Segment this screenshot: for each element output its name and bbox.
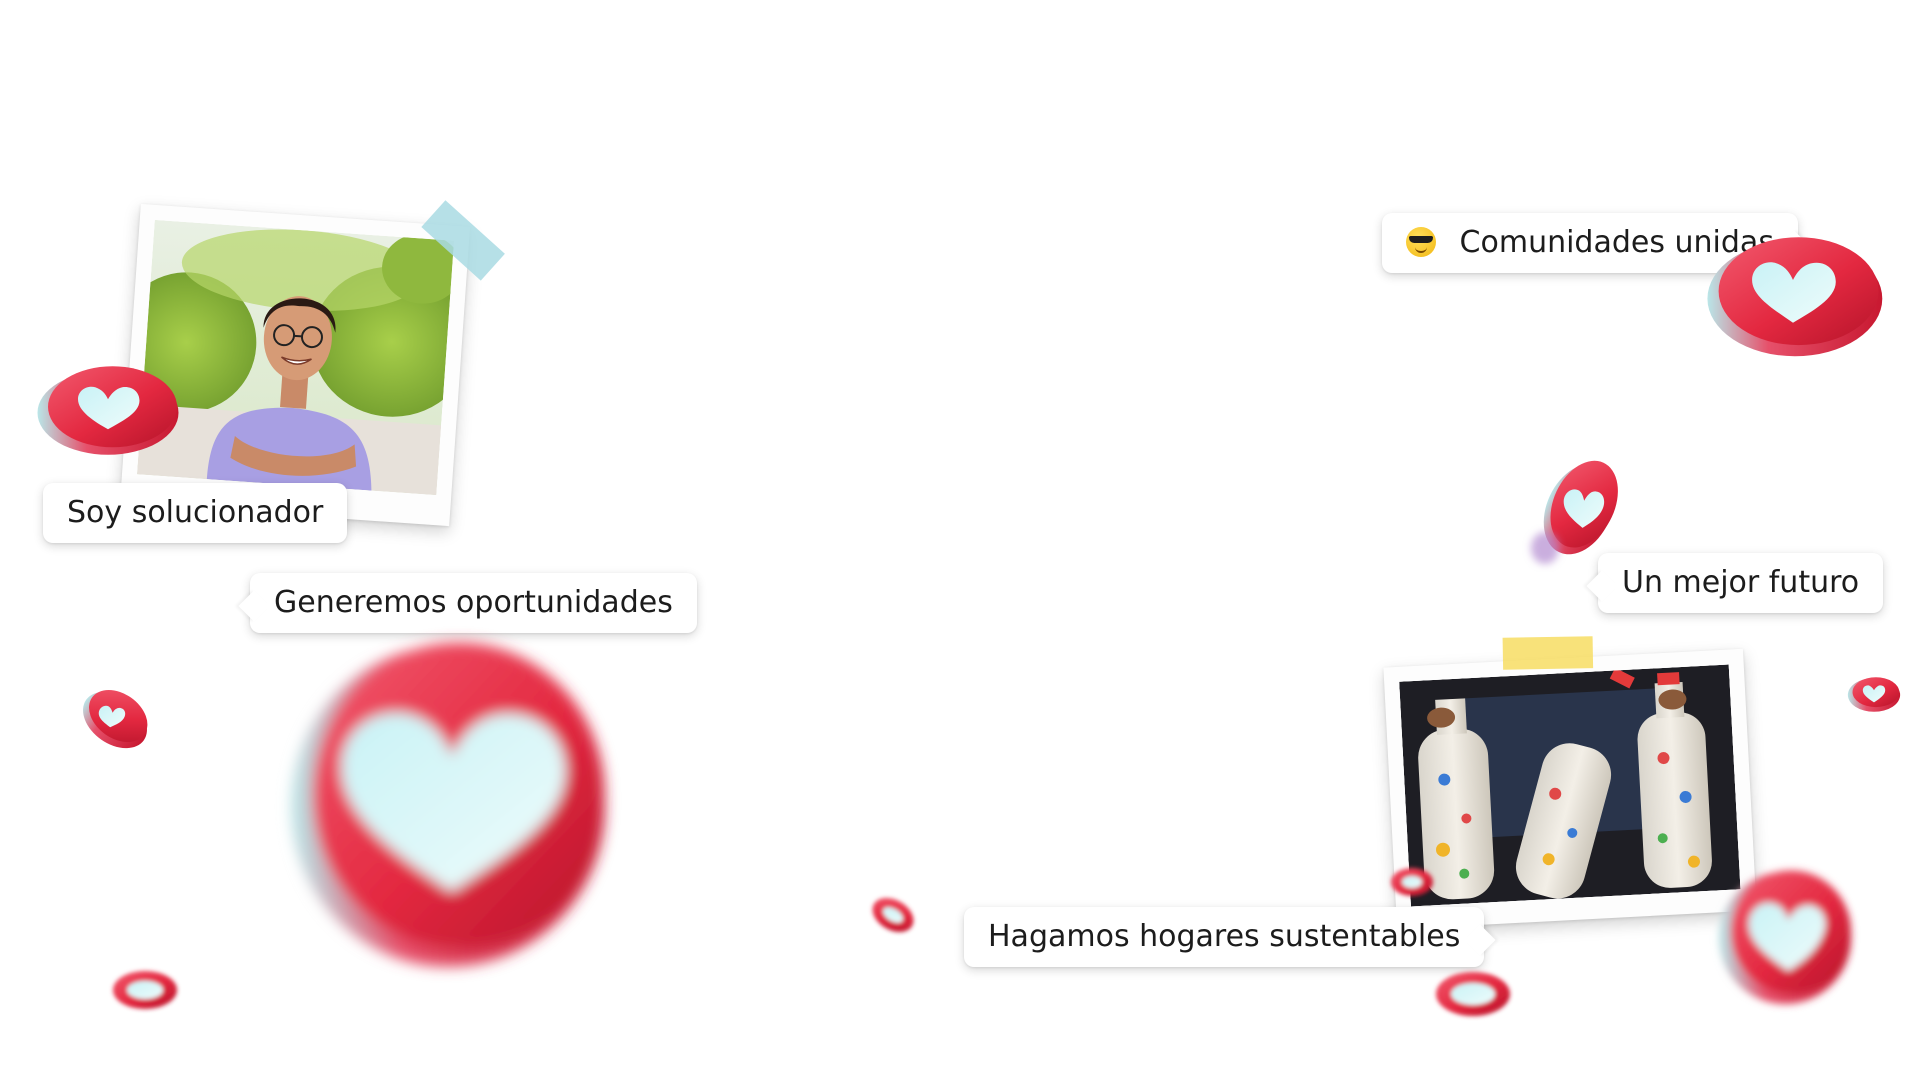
- bottles-photo: [1399, 664, 1741, 907]
- bubble-generemos-oportunidades: Generemos oportunidades: [250, 573, 697, 633]
- tape-yellow: [1502, 636, 1594, 670]
- bubble-text: Comunidades unidas: [1459, 225, 1774, 260]
- heart-reaction-icon: [1710, 860, 1860, 1010]
- heart-reaction-icon: [1432, 968, 1514, 1020]
- portrait-photo: [136, 219, 455, 496]
- bottles-polaroid: [1383, 636, 1757, 930]
- bubble-soy-solucionador: Soy solucionador: [43, 483, 348, 543]
- heart-reaction-icon: [110, 968, 180, 1012]
- heart-reaction-icon: [1388, 864, 1436, 900]
- heart-reaction-icon: [75, 684, 155, 756]
- heart-reaction-icon: [1540, 450, 1625, 560]
- heart-reaction-icon: [868, 892, 918, 938]
- portrait-polaroid: [119, 200, 505, 527]
- bubble-un-mejor-futuro: Un mejor futuro: [1598, 553, 1884, 613]
- heart-reaction-icon: [270, 628, 626, 974]
- heart-reaction-icon: [36, 360, 186, 458]
- bubble-hagamos-hogares: Hagamos hogares sustentables: [964, 907, 1485, 967]
- heart-reaction-icon: [1846, 674, 1902, 714]
- bubble-text: Un mejor futuro: [1622, 565, 1860, 600]
- bubble-text: Soy solucionador: [67, 495, 324, 530]
- heart-reaction-shadow: [1525, 528, 1565, 568]
- bubble-text: Hagamos hogares sustentables: [988, 919, 1461, 954]
- heart-reaction-icon: [1700, 226, 1886, 360]
- sunglasses-emoji-icon: [1406, 227, 1436, 257]
- bubble-text: Generemos oportunidades: [274, 585, 673, 620]
